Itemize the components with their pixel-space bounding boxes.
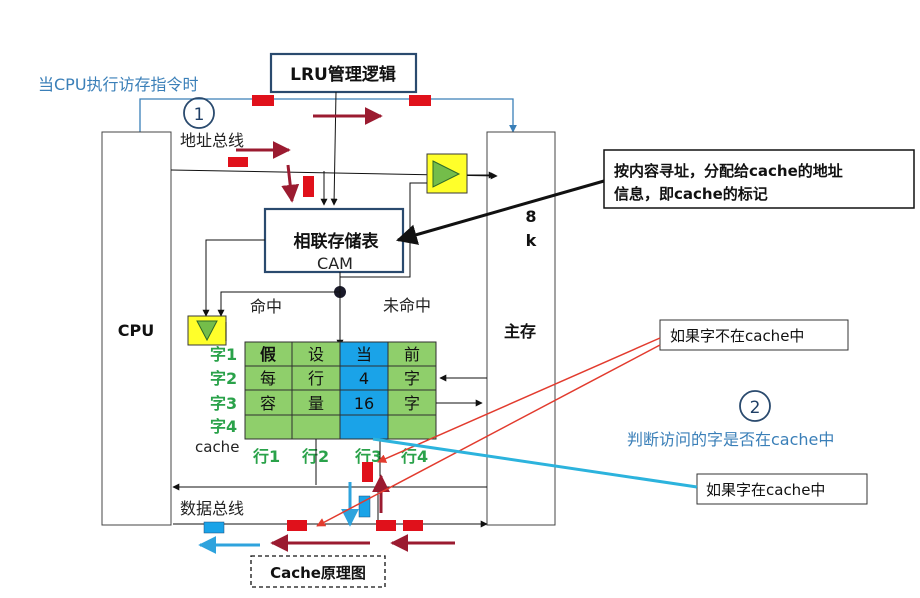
cache-cell <box>339 341 389 367</box>
data-block-blue <box>203 521 225 534</box>
not-in-cache-text: 如果字不在cache中 <box>670 327 804 345</box>
cache-label: cache <box>195 438 239 456</box>
line-label: 行2 <box>301 447 329 466</box>
diagram-title-box <box>250 555 386 588</box>
cache-cell-text: 设 <box>308 345 324 364</box>
cache-cell <box>387 414 437 440</box>
lru-to-cam-line <box>330 91 338 206</box>
miss-label: 未命中 <box>383 296 431 315</box>
data-block-blue <box>358 495 371 518</box>
word-label: 字3 <box>210 394 237 413</box>
word-label: 字1 <box>210 345 237 364</box>
cache-cell-text: 每 <box>260 369 276 388</box>
cache-cell-text: 行 <box>308 369 324 388</box>
cache-cell-text: 假 <box>260 345 277 364</box>
main-memory-label: 主存 <box>504 322 536 341</box>
bus-signal-block <box>409 95 431 106</box>
memory-size-8: 8 <box>525 207 536 226</box>
bus-signal-block <box>303 176 314 197</box>
cpu-box <box>101 131 172 526</box>
cache-cell-text: 字 <box>404 394 420 413</box>
word-label: 字4 <box>210 417 237 436</box>
cam-sub: CAM <box>317 254 353 273</box>
bus-signal-block <box>376 520 396 531</box>
cache-cell-text: 当 <box>356 345 372 364</box>
hit-label: 命中 <box>250 297 282 316</box>
callout-pointer-arrow <box>395 179 605 245</box>
hit-gate-icon <box>196 320 218 342</box>
word-label: 字2 <box>210 369 237 388</box>
cache-cell <box>339 414 389 440</box>
step-1-marker <box>183 97 215 129</box>
not-in-cache-pointer <box>377 337 661 463</box>
cache-cell-text: 4 <box>359 369 369 388</box>
cache-cell-text: 容 <box>260 394 276 413</box>
maroon-down-arrow <box>281 164 300 203</box>
cam-label: 相联存储表 <box>294 231 380 252</box>
bus-signal-block <box>403 520 423 531</box>
bus-signal-block <box>228 157 248 167</box>
cache-cell-text: 字 <box>404 369 420 388</box>
content-addressing-line2: 信息，即cache的标记 <box>614 185 768 203</box>
bus-signal-block <box>287 520 307 531</box>
bus-signal-block <box>362 462 373 482</box>
cache-cell <box>291 341 341 367</box>
step-1-number: 1 <box>194 105 205 125</box>
in-cache-pointer <box>372 437 698 489</box>
content-addressing-line1: 按内容寻址，分配给cache的地址 <box>614 162 843 180</box>
cache-cell <box>387 365 437 391</box>
cache-cell-text: 前 <box>404 345 420 364</box>
line-label: 行3 <box>354 447 382 466</box>
cache-cell <box>244 414 293 440</box>
cache-cell <box>387 341 437 367</box>
cache-cell <box>291 414 341 440</box>
cache-grid: 假 设 当 前 每 行 4 字 容 量 16 字 <box>244 341 437 440</box>
bus-signal-block <box>252 95 274 106</box>
in-cache-text: 如果字在cache中 <box>706 481 825 499</box>
cpu-executes-text: 当CPU执行访存指令时 <box>38 75 199 94</box>
step-2-marker <box>739 390 771 422</box>
not-in-cache-callout <box>659 319 849 351</box>
judge-text: 判断访问的字是否在cache中 <box>627 430 834 449</box>
line-label: 行1 <box>252 447 280 466</box>
control-bus-line <box>139 98 517 133</box>
lru-label: LRU管理逻辑 <box>290 64 396 85</box>
memory-size-k: k <box>526 231 537 250</box>
not-in-cache-pointer <box>316 344 661 527</box>
cache-cell-text: 16 <box>354 394 374 413</box>
content-addressing-callout <box>603 149 915 209</box>
hit-wire <box>217 291 340 317</box>
step-2-number: 2 <box>750 398 761 418</box>
cam-to-hit-gate <box>202 239 265 317</box>
cache-cell-text: 量 <box>308 394 324 413</box>
in-cache-callout <box>696 473 868 505</box>
cpu-label: CPU <box>118 321 154 340</box>
miss-gate-icon <box>432 160 461 188</box>
lru-box <box>269 52 418 94</box>
cache-cell <box>339 365 389 391</box>
address-bus-label: 地址总线 <box>180 131 244 150</box>
data-bus-label: 数据总线 <box>180 499 244 518</box>
line-label: 行4 <box>400 447 428 466</box>
diagram-title: Cache原理图 <box>270 564 366 582</box>
